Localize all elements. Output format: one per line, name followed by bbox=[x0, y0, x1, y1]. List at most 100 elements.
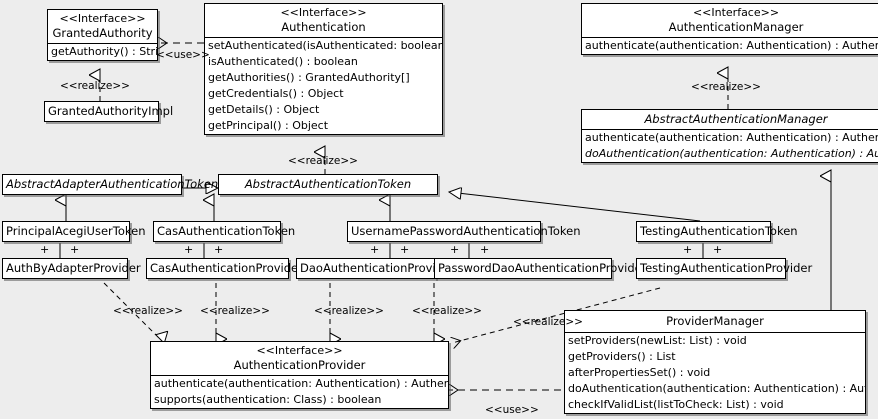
class-header: CasAuthenticationToken bbox=[154, 222, 296, 241]
class-member: setProviders(newList: List) : void bbox=[568, 334, 747, 347]
class-box-abstract-authentication-manager[interactable]: AbstractAuthenticationManager authentica… bbox=[581, 109, 878, 163]
class-box-testing-authentication-provider[interactable]: TestingAuthenticationProvider bbox=[636, 258, 813, 279]
class-box-auth-by-adapter-provider[interactable]: AuthByAdapterProvider bbox=[2, 258, 141, 279]
class-stereotype: <<Interface>> bbox=[280, 6, 367, 19]
class-name: GrantedAuthorityImpl bbox=[48, 104, 174, 118]
class-header: UsernamePasswordAuthenticationToken bbox=[348, 222, 581, 241]
edge-label-use-authentication-grantedauthority: <<use>> bbox=[156, 49, 210, 61]
class-box-password-dao-authentication-provider[interactable]: PasswordDaoAuthenticationProvider bbox=[434, 258, 647, 279]
class-name: AbstractAuthenticationManager bbox=[644, 112, 828, 126]
class-header: TestingAuthenticationToken bbox=[637, 222, 798, 241]
class-name: PrincipalAcegiUserToken bbox=[6, 224, 146, 238]
class-name: CasAuthenticationProvider bbox=[150, 261, 303, 275]
multiplicity-marker: + bbox=[40, 243, 50, 256]
class-members: authenticate(authentication: Authenticat… bbox=[151, 375, 448, 408]
generalization-testingauthenticationtoken-abstractauthenticationtoken bbox=[449, 192, 701, 222]
class-stereotype: <<Interface>> bbox=[692, 6, 780, 19]
class-box-abstract-adapter-authentication-token[interactable]: AbstractAdapterAuthenticationToken bbox=[2, 174, 219, 195]
class-member: getAuthorities() : GrantedAuthority[] bbox=[208, 71, 410, 84]
class-box-granted-authority[interactable]: <<Interface>> GrantedAuthority getAuthor… bbox=[47, 9, 158, 61]
class-box-cas-authentication-provider[interactable]: CasAuthenticationProvider bbox=[146, 258, 303, 279]
class-stereotype: <<Interface>> bbox=[256, 344, 343, 357]
class-member: afterPropertiesSet() : void bbox=[568, 366, 711, 379]
class-box-cas-authentication-token[interactable]: CasAuthenticationToken bbox=[153, 221, 296, 242]
class-name: DaoAuthenticationProvider bbox=[300, 261, 455, 275]
edge-label-realize-grantedauthorityimpl: <<realize>> bbox=[60, 80, 130, 92]
class-members: setProviders(newList: List) : void getPr… bbox=[565, 332, 865, 413]
class-member: checkIfValidList(listToCheck: List) : vo… bbox=[568, 398, 784, 411]
class-header: PasswordDaoAuthenticationProvider bbox=[435, 259, 647, 278]
class-box-granted-authority-impl[interactable]: GrantedAuthorityImpl bbox=[44, 101, 174, 122]
edge-label-realize-daoauthenticationprovider: <<realize>> bbox=[314, 305, 384, 317]
class-member: authenticate(authentication: Authenticat… bbox=[154, 377, 448, 390]
edge-label-realize-testingauthenticationprovider: <<realize>> bbox=[513, 316, 583, 328]
edge-label-realize-passworddaoauthenticationprovider: <<realize>> bbox=[412, 305, 482, 317]
class-name: GrantedAuthority bbox=[52, 26, 153, 40]
class-name: PasswordDaoAuthenticationProvider bbox=[438, 261, 647, 275]
class-box-authentication-manager[interactable]: <<Interface>> AuthenticationManager auth… bbox=[581, 3, 878, 55]
class-name: Authentication bbox=[281, 20, 366, 34]
class-header: ProviderManager bbox=[565, 311, 865, 332]
edge-label-realize-abstractauthenticationtoken: <<realize>> bbox=[288, 155, 358, 167]
edge-label-realize-abstractauthenticationmanager: <<realize>> bbox=[691, 81, 761, 93]
multiplicity-marker: + bbox=[400, 243, 410, 256]
class-box-authentication[interactable]: <<Interface>> Authentication setAuthenti… bbox=[204, 3, 443, 135]
class-members: getAuthority() : String bbox=[48, 43, 157, 60]
class-member: authenticate(authentication: Authenticat… bbox=[585, 131, 878, 144]
class-name: CasAuthenticationToken bbox=[157, 224, 296, 238]
class-members: authenticate(authentication: Authenticat… bbox=[582, 37, 878, 54]
class-box-provider-manager[interactable]: ProviderManager setProviders(newList: Li… bbox=[564, 310, 866, 414]
class-member: authenticate(authentication: Authenticat… bbox=[585, 39, 878, 52]
class-member: setAuthenticated(isAuthenticated: boolea… bbox=[208, 39, 442, 52]
multiplicity-marker: + bbox=[713, 243, 723, 256]
class-member: supports(authentication: Class) : boolea… bbox=[154, 393, 382, 406]
class-member: getProviders() : List bbox=[568, 350, 676, 363]
class-header: GrantedAuthorityImpl bbox=[45, 102, 174, 121]
class-name: AuthByAdapterProvider bbox=[6, 261, 141, 275]
class-header: TestingAuthenticationProvider bbox=[637, 259, 813, 278]
class-box-testing-authentication-token[interactable]: TestingAuthenticationToken bbox=[636, 221, 798, 242]
edge-label-realize-casauthenticationprovider: <<realize>> bbox=[200, 305, 270, 317]
class-member: doAuthentication(authentication: Authent… bbox=[568, 382, 865, 395]
class-member: getPrincipal() : Object bbox=[208, 119, 329, 132]
class-header: CasAuthenticationProvider bbox=[147, 259, 303, 278]
class-member: getCredentials() : Object bbox=[208, 87, 344, 100]
class-header: AbstractAuthenticationToken bbox=[219, 175, 437, 194]
multiplicity-marker: + bbox=[184, 243, 194, 256]
edge-label-use-providermanager-authenticationprovider: <<use>> bbox=[485, 404, 539, 416]
class-members: authenticate(authentication: Authenticat… bbox=[582, 129, 878, 162]
multiplicity-marker: + bbox=[683, 243, 693, 256]
class-stereotype: <<Interface>> bbox=[59, 12, 146, 25]
class-header: AuthByAdapterProvider bbox=[3, 259, 141, 278]
multiplicity-marker: + bbox=[450, 243, 460, 256]
class-members: setAuthenticated(isAuthenticated: boolea… bbox=[205, 37, 442, 134]
class-header: PrincipalAcegiUserToken bbox=[3, 222, 146, 241]
class-header: AbstractAuthenticationManager bbox=[582, 110, 878, 129]
class-header: <<Interface>> AuthenticationProvider bbox=[151, 342, 448, 375]
multiplicity-marker: + bbox=[480, 243, 490, 256]
class-name: AuthenticationManager bbox=[668, 20, 804, 34]
class-name: UsernamePasswordAuthenticationToken bbox=[351, 224, 581, 238]
class-name: AbstractAdapterAuthenticationToken bbox=[6, 177, 219, 191]
class-name: ProviderManager bbox=[666, 314, 764, 328]
class-box-username-password-authentication-token[interactable]: UsernamePasswordAuthenticationToken bbox=[347, 221, 581, 242]
class-member: getDetails() : Object bbox=[208, 103, 320, 116]
multiplicity-marker: + bbox=[370, 243, 380, 256]
class-name: TestingAuthenticationProvider bbox=[640, 261, 813, 275]
class-member: isAuthenticated() : boolean bbox=[208, 55, 358, 68]
class-name: AuthenticationProvider bbox=[233, 358, 366, 372]
multiplicity-marker: + bbox=[70, 243, 80, 256]
class-header: <<Interface>> AuthenticationManager bbox=[582, 4, 878, 37]
class-member: getAuthority() : String bbox=[51, 45, 157, 58]
class-header: <<Interface>> Authentication bbox=[205, 4, 442, 37]
class-name: TestingAuthenticationToken bbox=[640, 224, 798, 238]
class-box-principal-acegi-user-token[interactable]: PrincipalAcegiUserToken bbox=[2, 221, 146, 242]
class-box-dao-authentication-provider[interactable]: DaoAuthenticationProvider bbox=[296, 258, 455, 279]
class-name: AbstractAuthenticationToken bbox=[244, 177, 412, 191]
edge-label-realize-authbyadapterprovider: <<realize>> bbox=[113, 305, 183, 317]
class-box-abstract-authentication-token[interactable]: AbstractAuthenticationToken bbox=[218, 174, 438, 195]
class-member: doAuthentication(authentication: Authent… bbox=[585, 147, 878, 160]
class-box-authentication-provider[interactable]: <<Interface>> AuthenticationProvider aut… bbox=[150, 341, 449, 409]
class-header: DaoAuthenticationProvider bbox=[297, 259, 455, 278]
